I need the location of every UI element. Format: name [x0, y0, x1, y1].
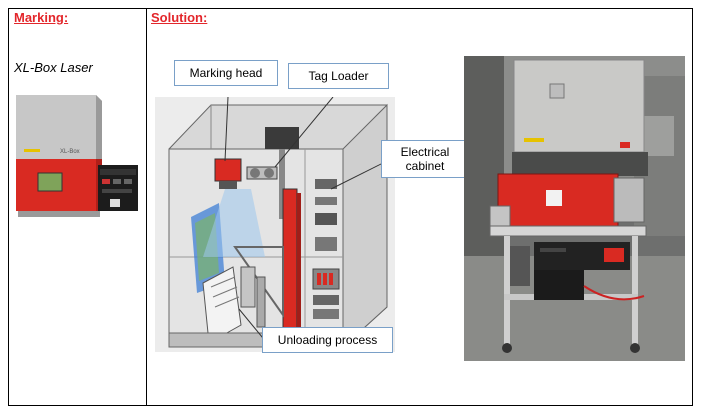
xl-box-laser-image: XL-Box	[12, 93, 142, 221]
content-table: Marking: XL-Box Laser XL-Box Solu	[8, 8, 693, 406]
solution-header: Solution:	[151, 10, 208, 25]
column-divider	[146, 9, 147, 405]
callout-marking-head: Marking head	[174, 60, 278, 86]
callout-electrical-cabinet-line2: cabinet	[405, 159, 445, 173]
callout-electrical-cabinet: Electrical cabinet	[381, 140, 469, 178]
product-name: XL-Box Laser	[14, 60, 93, 75]
marking-header: Marking:	[14, 10, 69, 25]
callout-electrical-cabinet-line1: Electrical	[400, 145, 450, 159]
callout-unloading-process: Unloading process	[262, 327, 393, 353]
cad-diagram-image	[155, 97, 395, 352]
svg-text:XL-Box: XL-Box	[60, 149, 80, 155]
machine-photo	[464, 56, 685, 361]
callout-tag-loader: Tag Loader	[288, 63, 389, 89]
